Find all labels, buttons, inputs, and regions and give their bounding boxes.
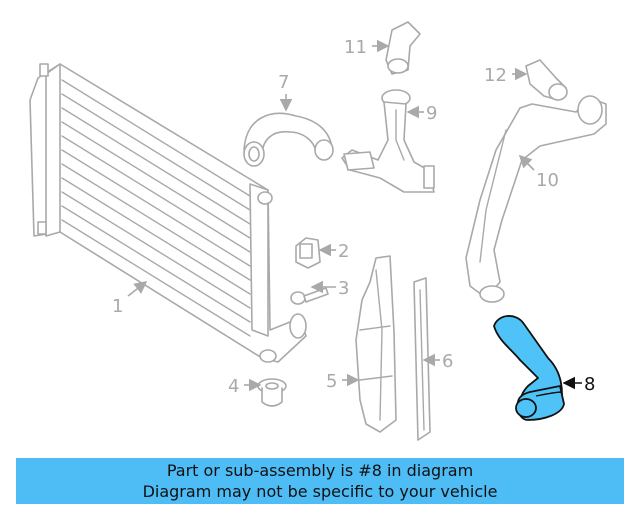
part-10-pipe	[465, 95, 607, 303]
part-2-clip	[295, 237, 321, 269]
callout-3: 3	[338, 278, 349, 299]
callout-10: 10	[536, 170, 559, 191]
callout-8[interactable]: 8	[584, 374, 595, 395]
callout-2: 2	[338, 241, 349, 262]
part-8-hose[interactable]	[493, 315, 565, 421]
part-4-grommet	[257, 378, 287, 407]
callout-12: 12	[484, 65, 507, 86]
intercooler-fins	[61, 79, 251, 337]
callout-1: 1	[112, 296, 123, 317]
callout-11: 11	[344, 37, 367, 58]
callout-numbers: 1 2 3 4 5 6 7 8 9 10 11 12	[112, 37, 595, 397]
part-3-bolt	[290, 287, 329, 305]
callout-4: 4	[228, 376, 239, 397]
callout-6: 6	[442, 351, 453, 372]
leader-1	[127, 281, 148, 297]
callout-5: 5	[326, 371, 337, 392]
parts-diagram: 1 2 3 4 5 6 7 8 9 10 11 12	[29, 21, 607, 441]
part-12-elbow	[525, 59, 568, 101]
part-1-intercooler	[29, 63, 307, 363]
part-6-seal	[413, 277, 431, 441]
banner-line-1: Part or sub-assembly is #8 in diagram	[166, 461, 474, 480]
part-9-pipe	[341, 89, 435, 193]
callout-leaders	[127, 39, 582, 392]
part-5-air-guide	[355, 255, 397, 433]
info-banner: Part or sub-assembly is #8 in diagram Di…	[16, 458, 624, 504]
callout-9: 9	[426, 103, 437, 124]
part-7-hose	[243, 112, 334, 167]
callout-7: 7	[278, 72, 289, 93]
banner-line-2: Diagram may not be specific to your vehi…	[142, 482, 498, 501]
part-11-elbow	[385, 21, 421, 75]
leader-10	[518, 154, 535, 171]
